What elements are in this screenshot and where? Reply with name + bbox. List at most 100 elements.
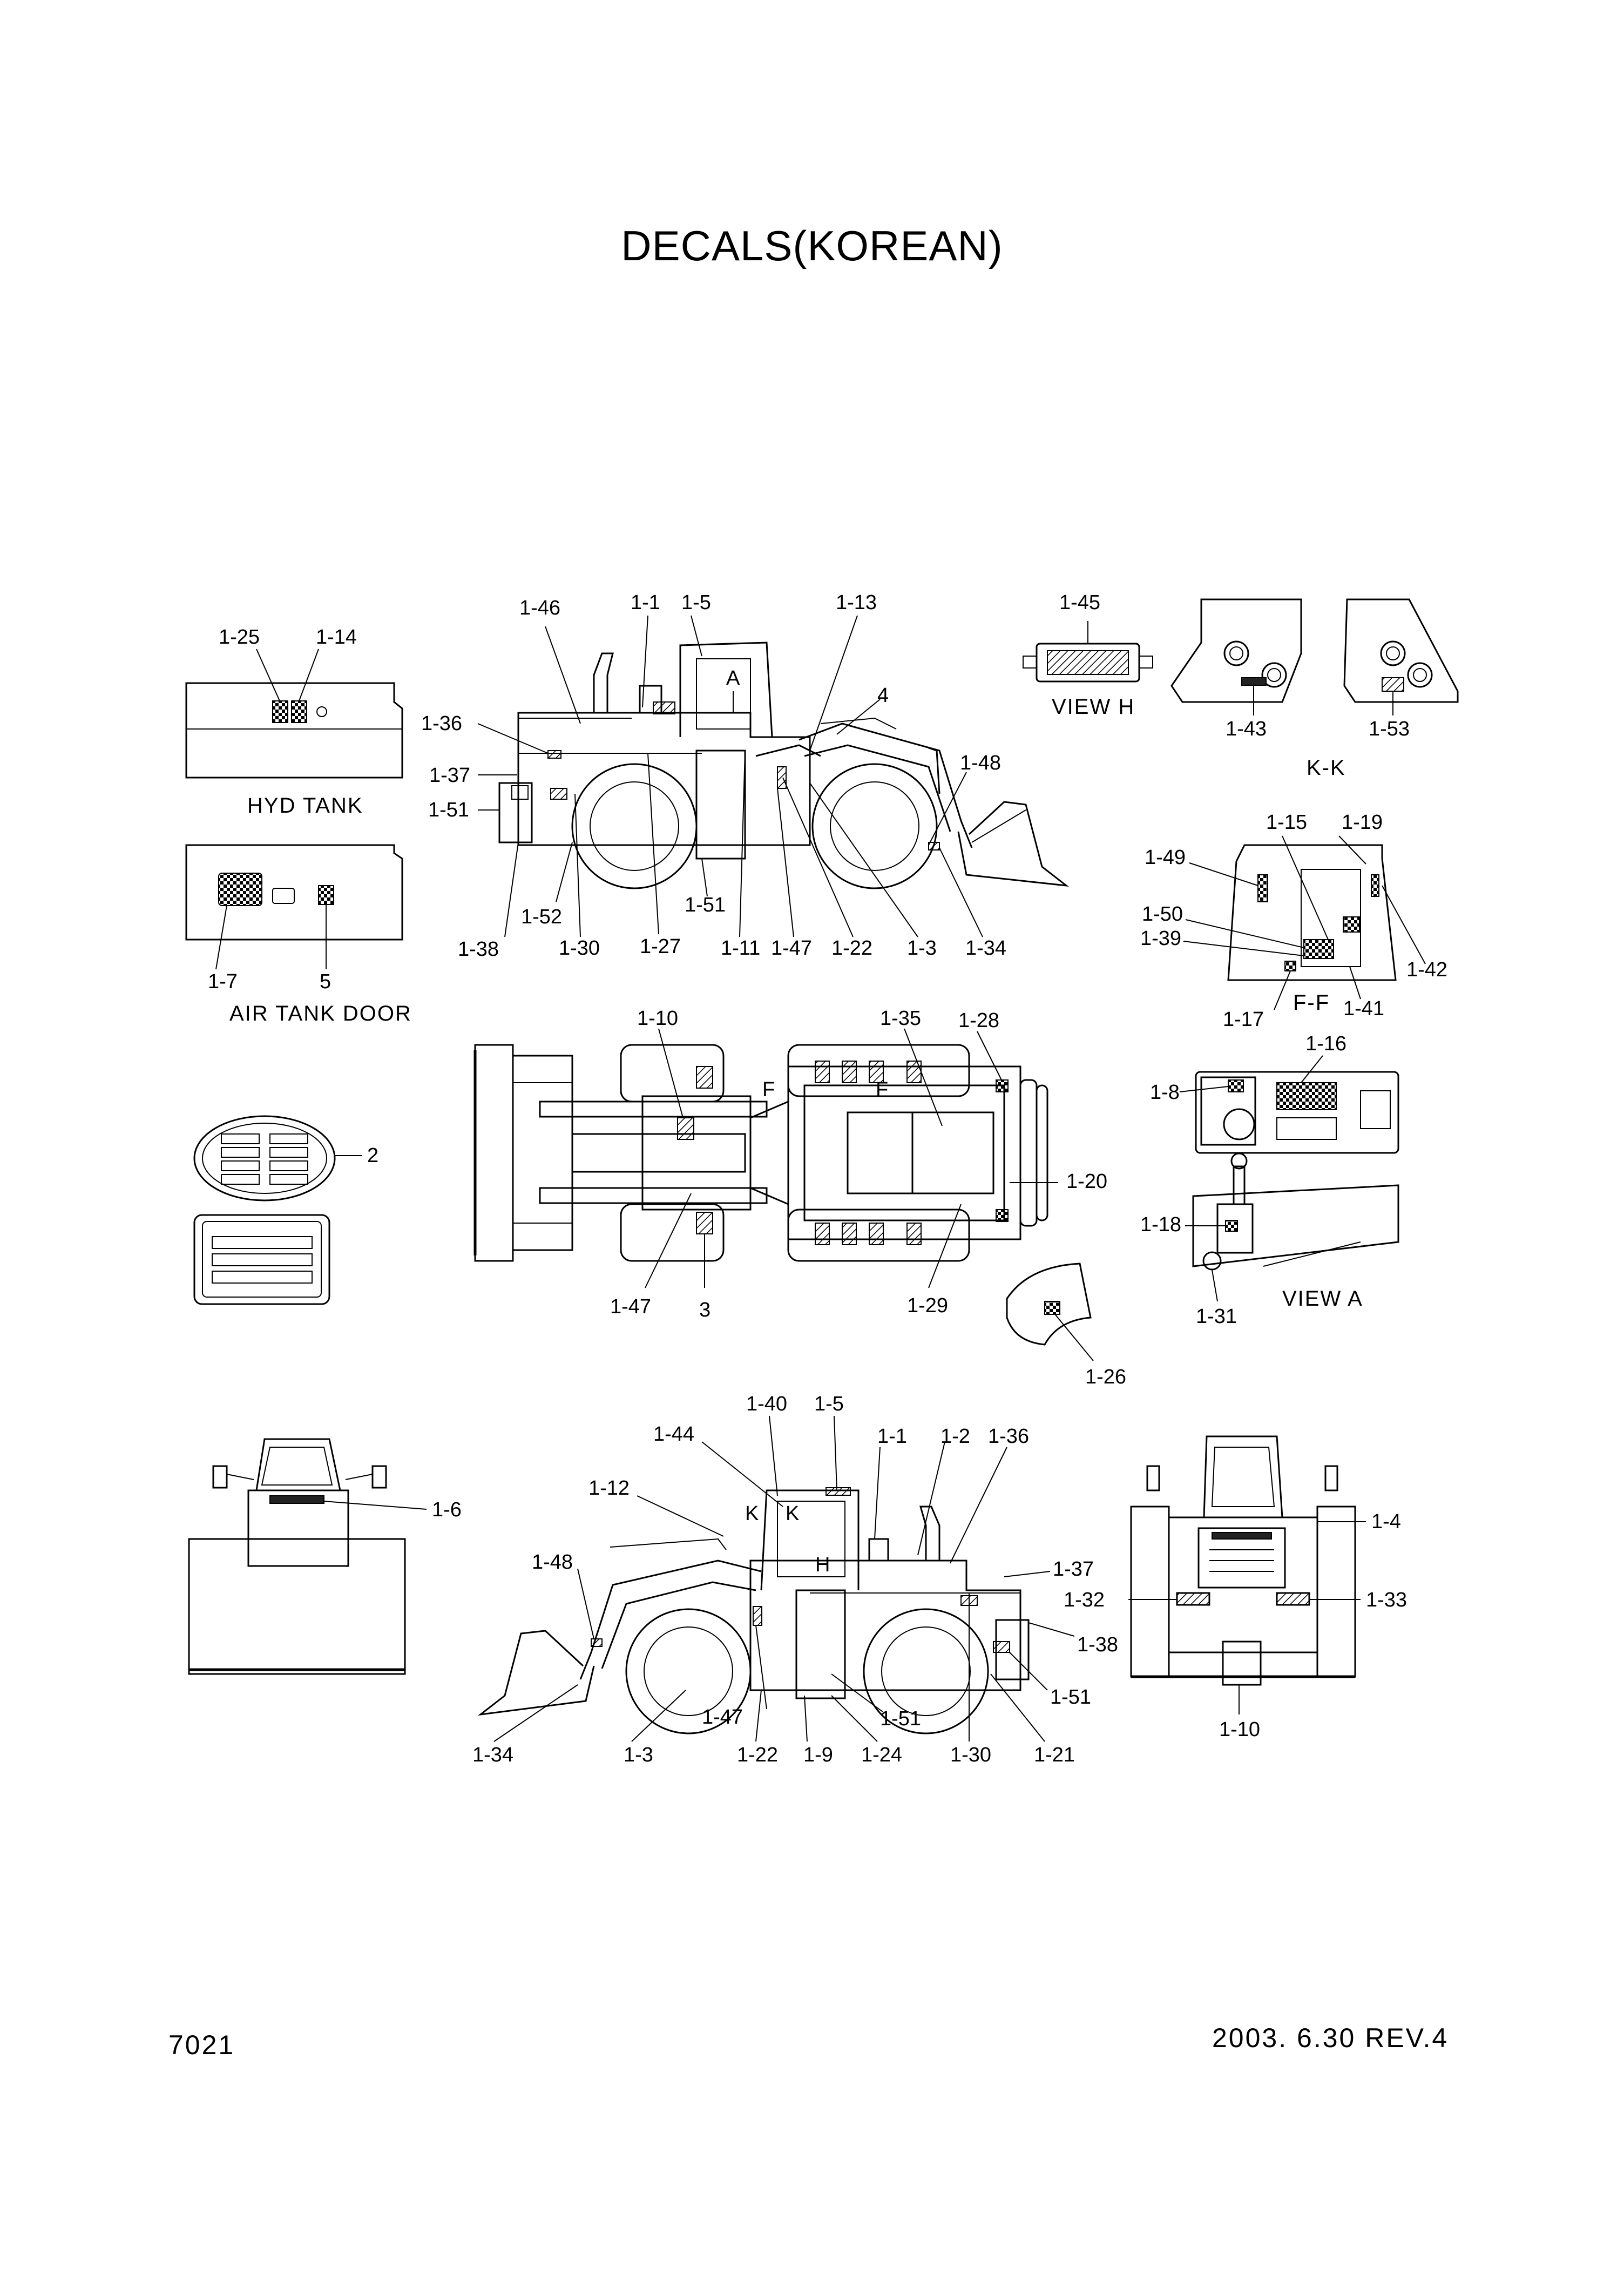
callout-label: 1-31: [1196, 1305, 1237, 1328]
page-title: DECALS(KOREAN): [621, 222, 1003, 269]
callout-label: 1-48: [960, 752, 1001, 774]
callout-label: 1-51: [685, 894, 726, 916]
view-marker-k: K: [745, 1502, 759, 1525]
callout-label: 1-39: [1140, 927, 1181, 950]
callout-label: 3: [699, 1299, 710, 1321]
callout-label: 1-34: [472, 1744, 513, 1766]
front-view: 1-6: [188, 1438, 462, 1675]
callout-label: 1-17: [1223, 1008, 1264, 1031]
view-marker-f: F: [762, 1078, 775, 1101]
callout-label: 1-47: [702, 1706, 743, 1729]
top-view: F F 1-10 1-35 1-28 1-20 1-47 3 1-29: [473, 1007, 1107, 1321]
caption-ff: F-F: [1293, 991, 1330, 1015]
view-h: 1-45 VIEW H: [1023, 591, 1153, 719]
callout-label: 1-1: [877, 1425, 907, 1448]
caption-hyd-tank: HYD TANK: [247, 794, 363, 818]
callout-label: 1-46: [519, 597, 560, 619]
callout-label: 2: [367, 1144, 378, 1167]
callout-label: 1-34: [965, 937, 1006, 960]
callout-label: 1-30: [559, 937, 600, 960]
callout-label: 1-20: [1066, 1170, 1107, 1193]
rear-view: 1-4 1-32 1-33 1-10: [1064, 1435, 1407, 1741]
callout-label: 5: [320, 970, 331, 993]
callout-label: 1-49: [1145, 846, 1186, 869]
name-plates: 2: [193, 1115, 378, 1305]
callout-label: 1-32: [1064, 1589, 1105, 1611]
caption-view-a: VIEW A: [1282, 1287, 1363, 1311]
callout-label: 1-12: [588, 1477, 630, 1500]
callout-label: 1-25: [219, 626, 260, 649]
callout-label: 1-5: [681, 591, 711, 614]
detail-view: 1-26: [1006, 1263, 1126, 1388]
callout-label: 1-3: [624, 1744, 653, 1766]
callout-label: 1-44: [653, 1423, 694, 1446]
callout-label: 1-13: [836, 591, 877, 614]
callout-label: 1-42: [1406, 958, 1447, 981]
caption-air-tank-door: AIR TANK DOOR: [229, 1002, 412, 1025]
callout-label: 1-51: [880, 1707, 921, 1730]
callout-label: 1-37: [1053, 1558, 1094, 1581]
callout-label: 1-11: [721, 937, 760, 960]
callout-label: 1-53: [1369, 718, 1410, 740]
view-marker-h: H: [815, 1554, 830, 1576]
callout-label: 1-5: [814, 1393, 844, 1415]
callout-label: 1-16: [1305, 1032, 1346, 1055]
callout-label: 1-24: [861, 1744, 902, 1766]
side-view-right: H K K: [472, 1393, 1118, 1766]
callout-label: 1-22: [831, 937, 872, 960]
callout-label: 1-35: [880, 1007, 921, 1030]
view-marker-a: A: [726, 667, 740, 690]
callout-label: 1-18: [1140, 1213, 1181, 1236]
callout-label: 1-21: [1034, 1744, 1075, 1766]
callout-label: 1-19: [1342, 811, 1383, 834]
callout-label: 1-28: [958, 1009, 999, 1032]
callout-label: 1-47: [771, 937, 812, 960]
callout-label: 1-40: [746, 1393, 787, 1415]
callout-label: 1-3: [907, 937, 937, 960]
callout-label: 1-50: [1142, 903, 1183, 926]
hyd-tank-view: 1-25 1-14 HYD TANK: [185, 626, 403, 818]
callout-label: 1-41: [1343, 997, 1384, 1020]
callout-label: 1-38: [458, 938, 499, 961]
callout-label: 1-29: [907, 1294, 948, 1317]
callout-label: 1-45: [1059, 591, 1100, 614]
callout-label: 1-8: [1150, 1081, 1180, 1104]
callout-label: 1-33: [1366, 1589, 1407, 1611]
callout-label: 1-9: [803, 1744, 833, 1766]
callout-label: 1-51: [1050, 1686, 1091, 1709]
callout-label: 1-14: [316, 626, 357, 649]
callout-label: 1-7: [208, 970, 238, 993]
callout-label: 1-30: [950, 1744, 991, 1766]
callout-label: 1-48: [532, 1551, 573, 1574]
caption-kk: K-K: [1307, 756, 1346, 780]
callout-label: 1-52: [521, 906, 562, 928]
callout-label: 1-26: [1085, 1366, 1126, 1388]
callout-label: 1-36: [988, 1425, 1029, 1448]
air-tank-door-view: 1-7 5 AIR TANK DOOR: [185, 844, 412, 1025]
callout-label: 1-1: [631, 591, 660, 614]
view-kk: 1-43 1-53 K-K: [1170, 598, 1459, 780]
view-a: 1-16 1-8 1-18 1-31 VIEW A: [1140, 1032, 1399, 1328]
callout-label: 1-36: [421, 712, 462, 735]
callout-label: 1-43: [1226, 718, 1267, 740]
callout-label: 1-15: [1266, 811, 1307, 834]
view-marker-k: K: [786, 1502, 799, 1525]
callout-label: 1-4: [1371, 1510, 1401, 1533]
revision-date: 2003. 6.30 REV.4: [1212, 2023, 1449, 2053]
callout-label: 1-38: [1077, 1633, 1118, 1656]
callout-label: 4: [877, 684, 889, 707]
callout-label: 1-6: [432, 1498, 462, 1521]
callout-label: 1-47: [610, 1295, 651, 1318]
caption-view-h: VIEW H: [1052, 695, 1135, 719]
callout-label: 1-37: [429, 764, 470, 787]
view-ff: 1-15 1-19 1-49 1-50 1-39 1-42 1-41 1-17 …: [1140, 811, 1447, 1031]
callout-label: 1-27: [640, 935, 681, 958]
callout-label: 1-10: [1219, 1718, 1260, 1741]
callout-label: 1-2: [940, 1425, 970, 1448]
side-view-left: A: [421, 591, 1070, 961]
view-marker-f: F: [876, 1078, 888, 1101]
page-number: 7021: [168, 2030, 235, 2060]
callout-label: 1-10: [637, 1007, 678, 1030]
